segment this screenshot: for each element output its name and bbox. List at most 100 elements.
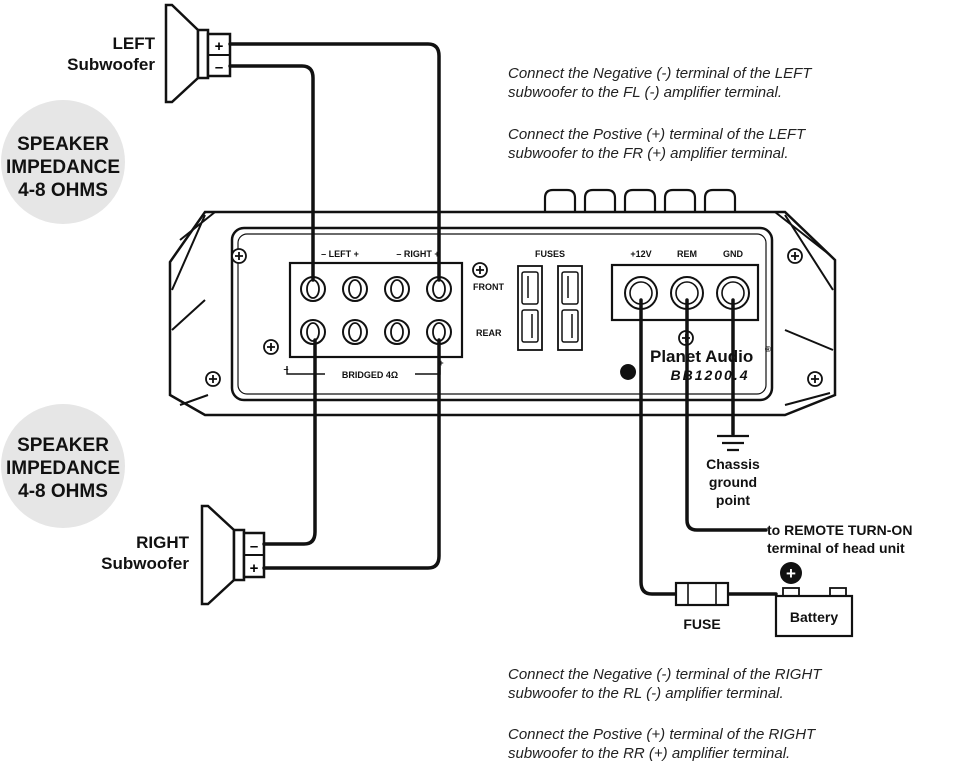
instruction-line: Connect the Negative (-) terminal of the… — [508, 666, 823, 683]
planet-logo-icon — [620, 364, 637, 380]
impedance-badge-top: SPEAKER IMPEDANCE 4-8 OHMS — [1, 100, 125, 224]
speaker-terminal-fl — [300, 276, 326, 302]
heat-sink-fins-top — [543, 188, 737, 212]
screw-icon — [205, 371, 221, 387]
screw-icon — [231, 248, 247, 264]
impedance-line3: 4-8 OHMS — [18, 180, 108, 201]
bridged-plus: + — [438, 358, 443, 368]
impedance-line2: IMPEDANCE — [6, 458, 120, 479]
power-terminal — [624, 276, 658, 310]
heat-sink-fins-right — [774, 211, 834, 406]
power-label: +12V — [630, 249, 651, 259]
left-sub-label-1: LEFT — [113, 34, 156, 53]
brand-name: Planet Audio — [650, 347, 753, 366]
instructions-right: Connect the Negative (-) terminal of the… — [508, 666, 823, 762]
impedance-line1: SPEAKER — [17, 134, 109, 155]
chassis-label-1: Chassis — [706, 456, 760, 472]
instruction-line: Connect the Negative (-) terminal of the… — [508, 65, 813, 82]
battery-plus: + — [786, 564, 796, 583]
model-number: BB1200.4 — [670, 367, 749, 383]
remote-label-1: to REMOTE TURN-ON — [767, 522, 912, 538]
chassis-ground: Chassis ground point — [706, 434, 760, 508]
mounting-screws — [205, 248, 823, 387]
instruction-line: subwoofer to the RL (-) amplifier termin… — [508, 685, 784, 702]
speaker-terminal-rr — [426, 319, 452, 345]
right-sub-label-2: Subwoofer — [101, 554, 189, 573]
front-label: FRONT — [473, 282, 504, 292]
speaker-terminal — [342, 319, 368, 345]
screw-icon — [787, 248, 803, 264]
rear-label: REAR — [476, 328, 502, 338]
instruction-line: Connect the Postive (+) terminal of the … — [508, 726, 817, 743]
wire-right-negative — [262, 338, 317, 546]
bridged-label: BRIDGED 4Ω — [342, 370, 398, 380]
minus-icon: – — [250, 538, 258, 555]
amplifier: – LEFT + – RIGHT + FRONT REAR – + BRIDGE… — [168, 188, 837, 417]
bridged-minus: – — [283, 364, 288, 374]
battery-post — [782, 587, 800, 597]
wire-power — [639, 298, 678, 596]
inline-fuse: FUSE — [674, 581, 730, 632]
screw-icon — [263, 339, 279, 355]
battery-label: Battery — [790, 609, 838, 625]
wire-remote — [685, 298, 768, 532]
wire-right-positive — [262, 338, 441, 570]
brand-logo: Planet Audio ® BB1200.4 — [620, 345, 771, 383]
instruction-line: subwoofer to the FL (-) amplifier termin… — [508, 84, 782, 101]
speaker-terminals — [300, 276, 452, 345]
chassis-label-2: ground — [709, 474, 757, 490]
left-channel-header: – LEFT + — [321, 249, 359, 259]
remote-label-2: terminal of head unit — [767, 540, 905, 556]
positive-terminal-icon — [780, 562, 802, 584]
chassis-label-3: point — [716, 492, 751, 508]
impedance-line2: IMPEDANCE — [6, 157, 120, 178]
plus-icon: + — [215, 38, 224, 55]
power-wires — [639, 298, 778, 596]
instruction-line: subwoofer to the RR (+) amplifier termin… — [508, 745, 790, 762]
speaker-cone-icon — [200, 504, 236, 606]
fuse-label: FUSE — [683, 616, 720, 632]
wire-left-negative — [228, 64, 315, 282]
left-sub-label-2: Subwoofer — [67, 55, 155, 74]
screw-icon — [472, 262, 488, 278]
ground-symbol-icon — [717, 434, 749, 452]
speaker-terminal — [384, 319, 410, 345]
speaker-terminal — [384, 276, 410, 302]
screw-icon — [807, 371, 823, 387]
instructions-left: Connect the Negative (-) terminal of the… — [508, 65, 813, 162]
speaker-terminal-fr — [426, 276, 452, 302]
right-sub-label-1: RIGHT — [136, 533, 190, 552]
battery: + Battery — [774, 562, 854, 638]
speaker-terminal-rl — [300, 319, 326, 345]
instruction-line: subwoofer to the FR (+) amplifier termin… — [508, 145, 789, 162]
fuse-slot — [557, 265, 583, 351]
impedance-circle — [1, 404, 125, 528]
impedance-line1: SPEAKER — [17, 435, 109, 456]
fuses-label: FUSES — [535, 249, 565, 259]
impedance-line3: 4-8 OHMS — [18, 481, 108, 502]
ground-label: GND — [723, 249, 744, 259]
battery-icon — [774, 594, 854, 638]
speaker-cone-icon — [164, 3, 200, 104]
right-subwoofer: RIGHT Subwoofer – + — [101, 504, 266, 606]
plus-icon: + — [250, 560, 259, 577]
fuse-icon — [674, 581, 730, 607]
wire-left-positive — [228, 42, 441, 282]
remote-label: REM — [677, 249, 697, 259]
instruction-line: Connect the Postive (+) terminal of the … — [508, 126, 807, 143]
speaker-magnet — [196, 28, 210, 80]
registered-mark: ® — [765, 345, 771, 354]
minus-icon: – — [215, 59, 223, 76]
heat-sink-fins-left — [171, 211, 216, 406]
fuse-slot — [517, 265, 543, 351]
right-channel-header: – RIGHT + — [396, 249, 439, 259]
speaker-wires — [228, 42, 441, 570]
impedance-circle — [1, 100, 125, 224]
battery-post — [829, 587, 847, 597]
speaker-terminal — [342, 276, 368, 302]
speaker-magnet — [232, 528, 246, 582]
remote-turn-on: to REMOTE TURN-ON terminal of head unit — [767, 522, 912, 556]
left-subwoofer: LEFT Subwoofer + – — [67, 3, 232, 104]
impedance-badge-bottom: SPEAKER IMPEDANCE 4-8 OHMS — [1, 404, 125, 528]
